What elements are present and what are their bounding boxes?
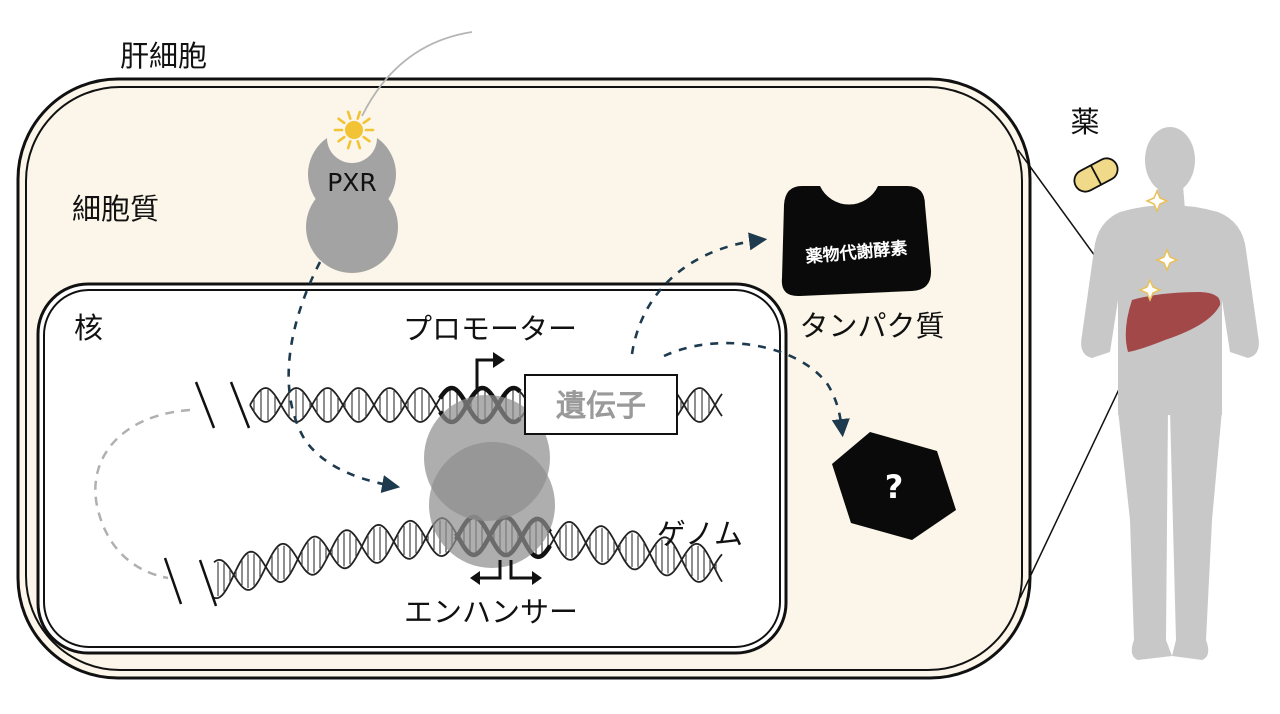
- complex-lower-circle: [429, 442, 555, 568]
- sun-ray: [346, 110, 352, 120]
- human-silhouette-icon: [1081, 127, 1259, 660]
- promoter-label: プロモーター: [403, 312, 577, 346]
- hepatocyte-label: 肝細胞: [120, 39, 207, 73]
- upper-break-mark-1: [194, 381, 216, 429]
- ligand-entry-line: [361, 31, 473, 117]
- human-neck: [1156, 185, 1185, 210]
- nucleus-inner-membrane: [43, 289, 781, 648]
- enhancer-arrowhead-left: [470, 571, 480, 585]
- lower-break-mark-1: [163, 557, 183, 605]
- sparkle-1: [1145, 189, 1169, 213]
- gene-label: 遺伝子: [556, 389, 646, 424]
- sun-ray: [356, 110, 362, 120]
- unknown-protein: ?: [832, 432, 956, 540]
- sparkle-2: [1155, 248, 1179, 272]
- protein-label: タンパク質: [799, 309, 944, 343]
- sun-ray: [356, 140, 362, 150]
- upper-break-mark-2: [229, 381, 251, 429]
- gene-to-enzyme-arrow: [630, 232, 768, 355]
- sun-ray: [362, 135, 371, 143]
- human-right-leg: [1170, 410, 1222, 660]
- sparkle-3: [1138, 278, 1162, 302]
- gene-rect: [524, 374, 678, 435]
- pxr-translocation-arrow: [287, 261, 401, 493]
- dna-break-marks: [163, 381, 251, 607]
- bidirectional-arrow-icon: [478, 560, 534, 580]
- human-head: [1145, 127, 1195, 193]
- transcription-start-arrow-icon: [475, 358, 495, 392]
- sun-icon: [333, 110, 375, 150]
- pxr-label: PXR: [327, 168, 377, 197]
- human-left-leg: [1118, 410, 1172, 660]
- nucleus-label: 核: [74, 311, 103, 345]
- drug-label: 薬: [1070, 105, 1099, 139]
- pxr-upper-lobe: [308, 138, 397, 219]
- chromatin-loop-dashed-curve: [94, 408, 191, 580]
- enzyme-shape: [781, 186, 932, 297]
- enhancer-label: エンハンサー: [404, 595, 578, 629]
- lower-break-mark-2: [198, 559, 218, 607]
- unknown-protein-label: ?: [885, 468, 904, 506]
- gene-box: 遺伝子: [524, 374, 678, 435]
- enhancer-arrowhead-right: [532, 571, 542, 585]
- sun-ray: [337, 117, 346, 125]
- sun-ray: [346, 140, 352, 150]
- pxr-complex-on-dna: [424, 395, 555, 568]
- liver-icon: [1125, 292, 1221, 352]
- pill-divider: [1090, 164, 1102, 186]
- sun-ray: [337, 135, 346, 143]
- transcription-start-arrowhead: [493, 352, 505, 368]
- drug-metabolizing-enzyme: 薬物代謝酵素: [781, 186, 932, 297]
- sparkle-icon: [1138, 189, 1179, 302]
- sun-ray: [362, 117, 371, 125]
- pill-icon: [1073, 157, 1119, 193]
- cytoplasm-label: 細胞質: [72, 192, 159, 226]
- unknown-protein-hexagon: [832, 432, 956, 540]
- pxr-receptor: PXR: [306, 138, 398, 273]
- genome-label: ゲノム: [657, 517, 743, 551]
- cell-inner-membrane: [25, 86, 1023, 671]
